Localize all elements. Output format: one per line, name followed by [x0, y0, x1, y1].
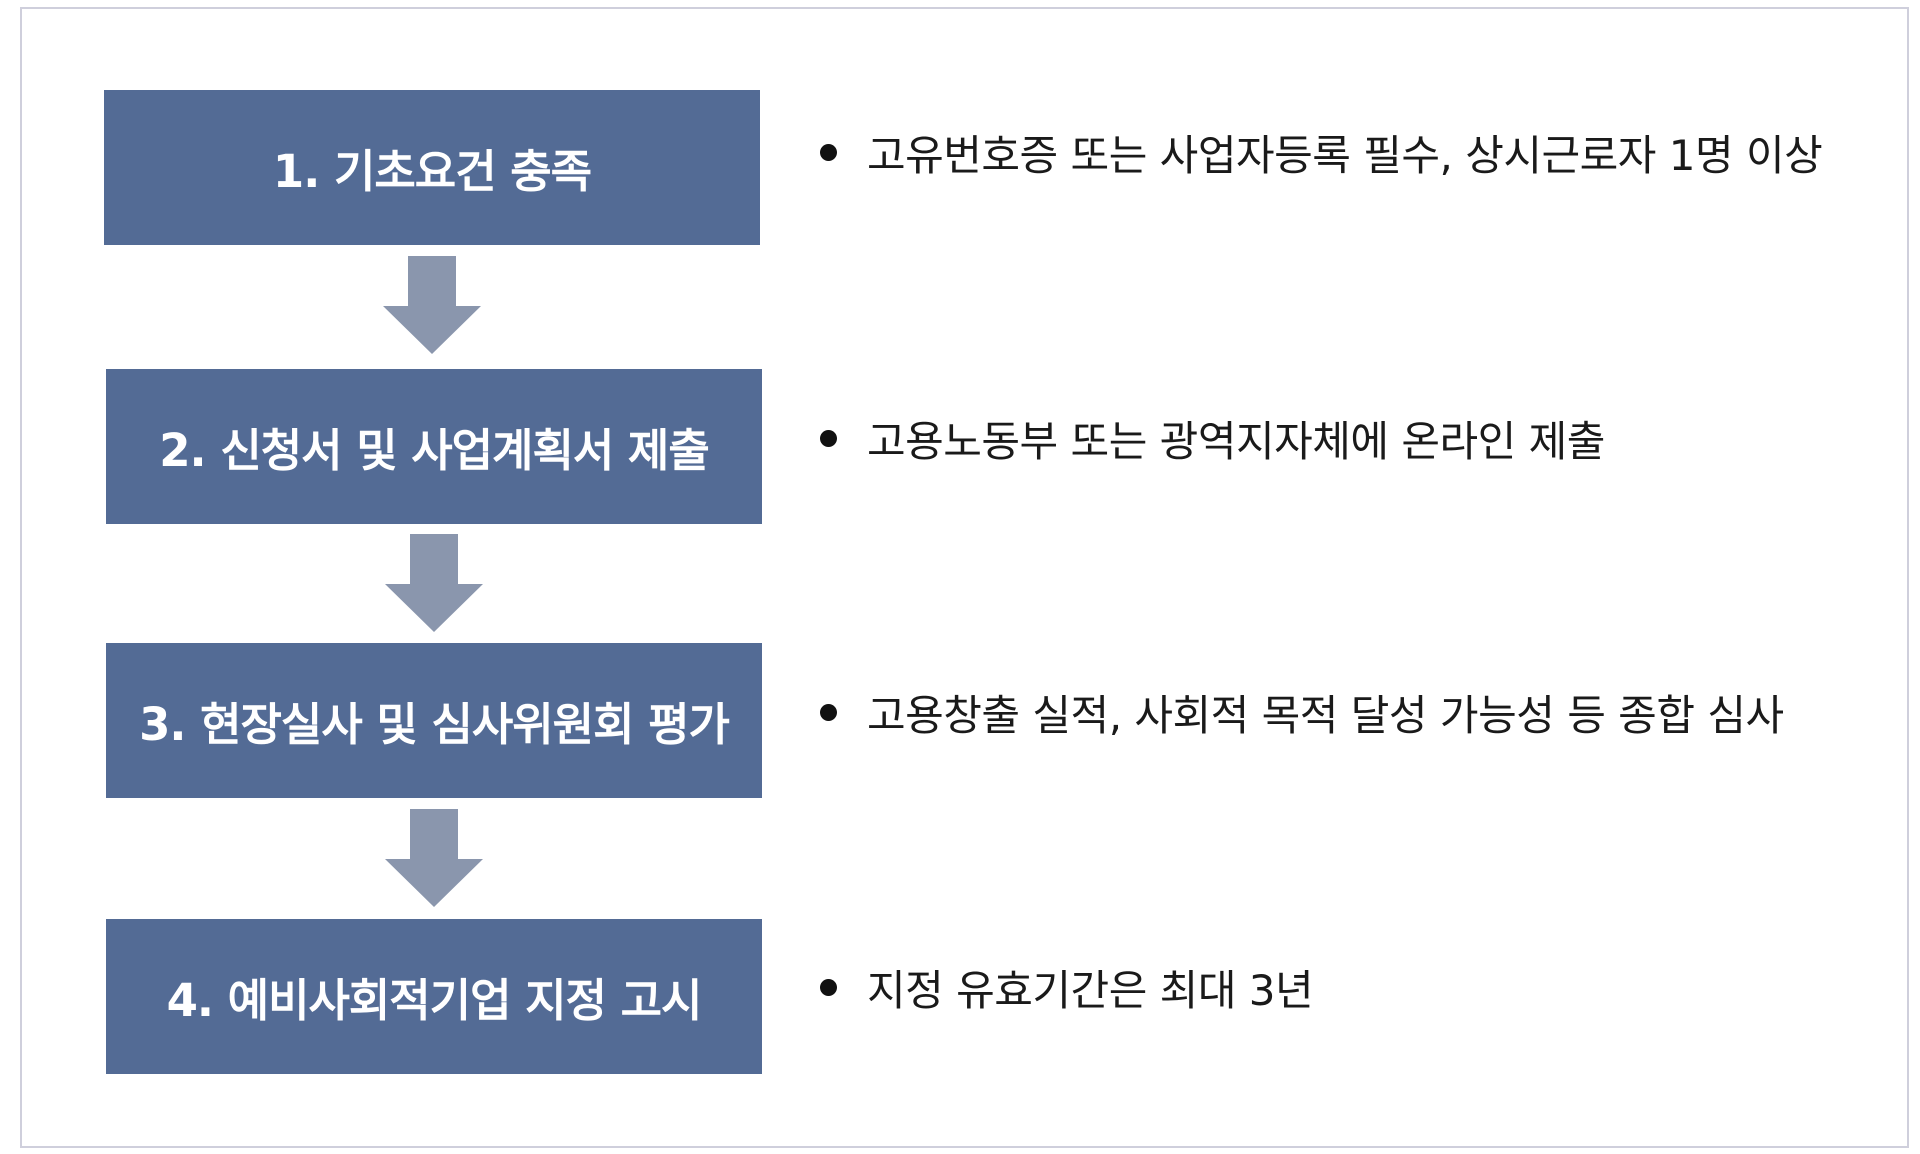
step-2-note-text: 고용노동부 또는 광역지자체에 온라인 제출	[867, 416, 1605, 466]
step-4-note-text: 지정 유효기간은 최대 3년	[867, 965, 1314, 1015]
step-1-note-text: 고유번호증 또는 사업자등록 필수, 상시근로자 1명 이상	[867, 130, 1823, 180]
down-arrow-icon	[385, 534, 483, 632]
step-1-box: 1. 기초요건 충족	[104, 90, 760, 245]
bullet-icon	[820, 978, 837, 996]
down-arrow-icon	[385, 809, 483, 907]
step-4-note: 지정 유효기간은 최대 3년	[820, 952, 1314, 1022]
step-1-label: 1. 기초요건 충족	[272, 145, 592, 198]
step-2-box: 2. 신청서 및 사업계획서 제출	[106, 369, 762, 524]
step-2-label: 2. 신청서 및 사업계획서 제출	[159, 424, 709, 477]
down-arrow-icon	[383, 256, 481, 354]
step-2-note: 고용노동부 또는 광역지자체에 온라인 제출	[820, 403, 1605, 473]
step-3-note: 고용창출 실적, 사회적 목적 달성 가능성 등 종합 심사	[820, 677, 1784, 747]
step-3-label: 3. 현장실사 및 심사위원회 평가	[139, 698, 730, 751]
step-1-note: 고유번호증 또는 사업자등록 필수, 상시근로자 1명 이상	[820, 117, 1823, 187]
step-4-label: 4. 예비사회적기업 지정 고시	[166, 974, 703, 1027]
step-3-box: 3. 현장실사 및 심사위원회 평가	[106, 643, 762, 798]
bullet-icon	[820, 429, 837, 447]
diagram-frame: 1. 기초요건 충족 고유번호증 또는 사업자등록 필수, 상시근로자 1명 이…	[20, 7, 1909, 1148]
bullet-icon	[820, 703, 837, 721]
bullet-icon	[820, 143, 837, 161]
step-4-box: 4. 예비사회적기업 지정 고시	[106, 919, 762, 1074]
step-3-note-text: 고용창출 실적, 사회적 목적 달성 가능성 등 종합 심사	[867, 690, 1784, 740]
